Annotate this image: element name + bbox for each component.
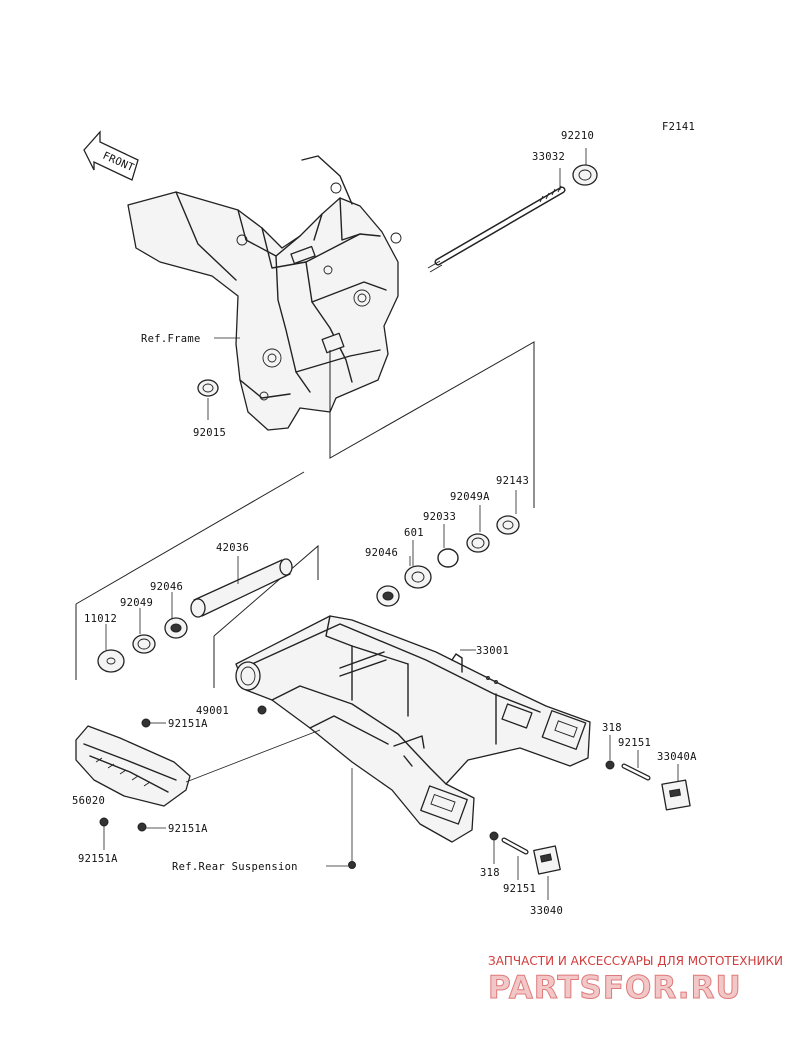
collar-92143-drawing xyxy=(496,515,520,535)
part-92049-label: 92049 xyxy=(120,597,153,609)
part-92143-label: 92143 xyxy=(496,475,529,487)
part-92151A-mid-label: 92151A xyxy=(168,823,208,835)
part-56020-label: 56020 xyxy=(72,795,105,807)
bolt-92151A-top-drawing xyxy=(141,718,151,728)
nut-318-upper-drawing xyxy=(605,760,615,770)
part-11012-label: 11012 xyxy=(84,613,117,625)
part-49001-label: 49001 xyxy=(196,705,229,717)
adjuster-33040-drawing xyxy=(533,845,561,875)
part-92046-right-label: 92046 xyxy=(365,547,398,559)
seal-92049A-drawing xyxy=(466,533,490,553)
ref-rear-suspension-label: Ref.Rear Suspension xyxy=(172,861,298,873)
part-33040-label: 33040 xyxy=(530,905,563,917)
part-92151A-top-label: 92151A xyxy=(168,718,208,730)
ref-frame-label: Ref.Frame xyxy=(141,333,201,345)
washer-11012-drawing xyxy=(97,649,125,673)
grease-nipple-49001-drawing xyxy=(257,705,267,715)
nut-92015-drawing xyxy=(197,379,219,397)
sleeve-42036-drawing xyxy=(190,558,293,618)
part-92151-lower-label: 92151 xyxy=(503,883,536,895)
part-33032-label: 33032 xyxy=(532,151,565,163)
diagram-code: F2141 xyxy=(662,121,695,133)
pivot-shaft-33032-drawing xyxy=(427,185,566,273)
part-92151A-bottom-label: 92151A xyxy=(78,853,118,865)
part-92033-label: 92033 xyxy=(423,511,456,523)
part-33040A-label: 33040A xyxy=(657,751,697,763)
frame-drawing xyxy=(127,155,402,431)
bolt-92151-lower-drawing xyxy=(501,837,529,855)
part-92015-label: 92015 xyxy=(193,427,226,439)
part-92049A-label: 92049A xyxy=(450,491,490,503)
bolt-92151A-bottom-drawing xyxy=(99,817,109,827)
part-318-lower-label: 318 xyxy=(480,867,500,879)
front-arrow-icon: FRONT xyxy=(83,130,139,181)
watermark-tagline: ЗАПЧАСТИ И АКСЕССУАРЫ ДЛЯ МОТОТЕХНИКИ xyxy=(488,954,783,968)
bearing-92046-right-drawing xyxy=(376,585,400,607)
watermark-brand: PARTSFOR.RU xyxy=(488,970,742,1006)
seal-92049-drawing xyxy=(132,634,156,654)
adjuster-33040A-drawing xyxy=(661,779,691,811)
swingarm-33001-drawing xyxy=(235,615,591,843)
part-42036-label: 42036 xyxy=(216,542,249,554)
nut-92210-drawing xyxy=(572,164,598,186)
bolt-92151-upper-drawing xyxy=(621,763,651,781)
bearing-92046-left-drawing xyxy=(164,617,188,639)
bearing-601-drawing xyxy=(404,565,432,589)
part-33001-label: 33001 xyxy=(476,645,509,657)
part-318-upper-label: 318 xyxy=(602,722,622,734)
part-601-label: 601 xyxy=(404,527,424,539)
chain-guard-56020-drawing xyxy=(75,725,191,807)
part-92210-label: 92210 xyxy=(561,130,594,142)
part-92151-upper-label: 92151 xyxy=(618,737,651,749)
nut-318-lower-drawing xyxy=(489,831,499,841)
bolt-92151A-mid-drawing xyxy=(137,822,147,832)
circlip-92033-drawing xyxy=(437,548,459,568)
part-92046-left-label: 92046 xyxy=(150,581,183,593)
